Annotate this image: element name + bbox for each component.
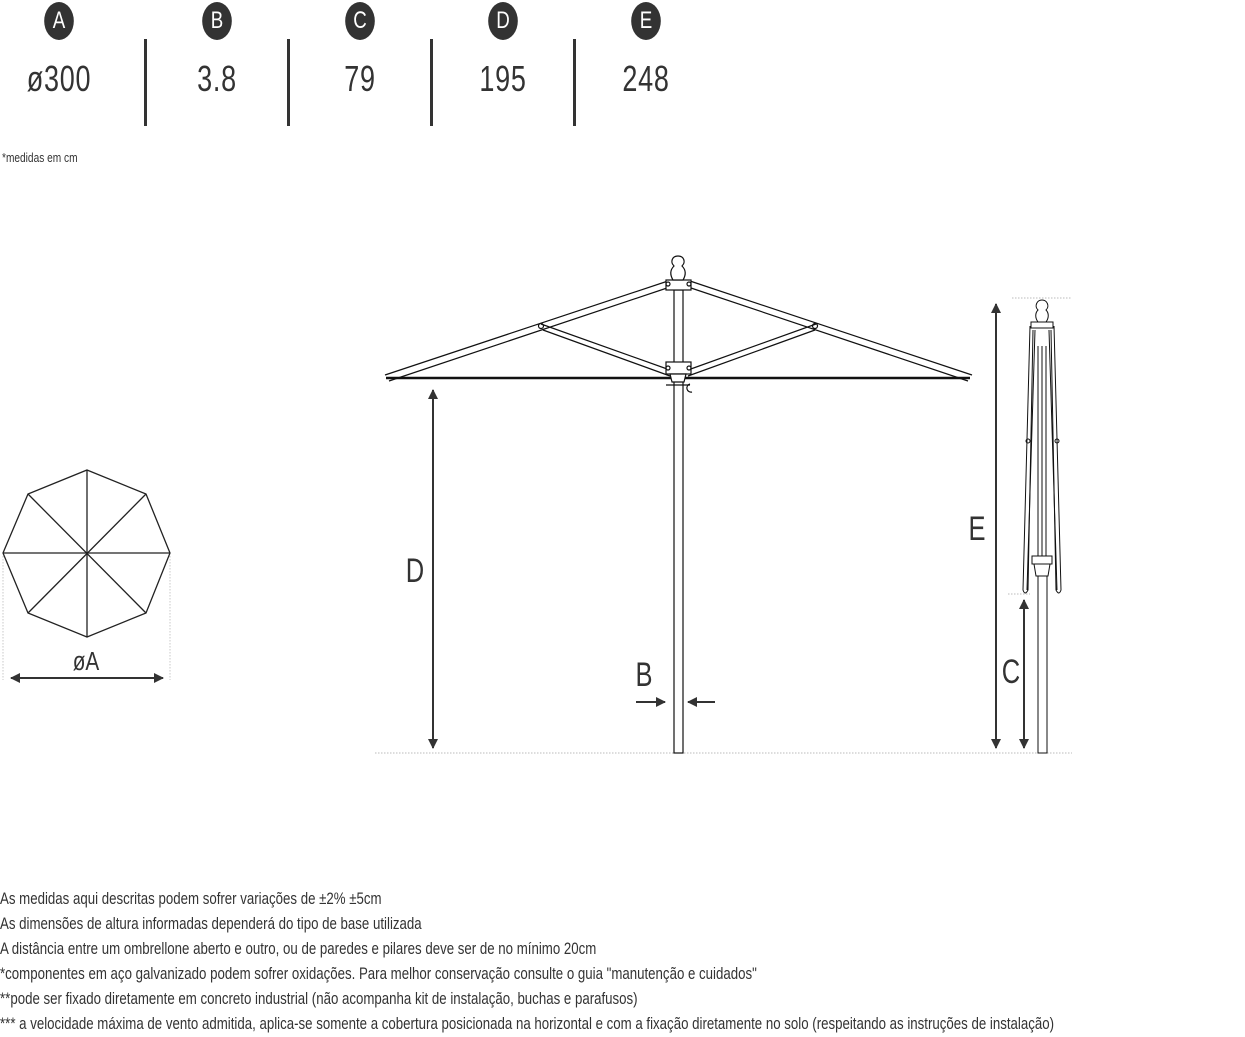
dimension-e: E 248 xyxy=(574,0,718,100)
dimension-c: C 79 xyxy=(288,0,432,100)
dimension-e-badge: E xyxy=(631,2,661,40)
dimensions-table: A ø300 B 3.8 C 79 D 195 E 248 xyxy=(0,0,720,130)
dimension-b: B 3.8 xyxy=(145,0,289,100)
dimension-c-badge: C xyxy=(345,2,375,40)
dimension-b-value: 3.8 xyxy=(197,58,237,99)
dimension-d: D 195 xyxy=(431,0,575,100)
open-clearance-label: D xyxy=(406,553,424,590)
dimension-e-value: 248 xyxy=(622,58,670,99)
note-wind: *** a velocidade máxima de vento admitid… xyxy=(0,1014,1055,1033)
closed-clearance-label: C xyxy=(1002,654,1020,691)
top-view-octagon xyxy=(2,469,171,638)
unit-note: *medidas em cm xyxy=(2,150,78,165)
dimension-a: A ø300 xyxy=(0,0,131,100)
top-view-guides xyxy=(2,556,171,680)
divider xyxy=(430,39,433,126)
note-tolerance: As medidas aqui descritas podem sofrer v… xyxy=(0,889,382,908)
pole-diameter-label: B xyxy=(635,657,652,694)
divider xyxy=(573,39,576,126)
open-umbrella xyxy=(384,255,973,754)
divider xyxy=(287,39,290,126)
dimension-d-badge: D xyxy=(488,2,518,40)
dimension-b-badge: B xyxy=(202,2,232,40)
dimension-c-value: 79 xyxy=(344,58,376,99)
total-height-label: E xyxy=(968,511,985,548)
diameter-label: øA xyxy=(73,647,100,676)
note-galvanized: *componentes em aço galvanizado podem so… xyxy=(0,964,757,983)
note-concrete: **pode ser fixado diretamente em concret… xyxy=(0,989,638,1008)
divider xyxy=(144,39,147,126)
notes-list: As medidas aqui descritas podem sofrer v… xyxy=(0,886,1054,1036)
dimension-a-value: ø300 xyxy=(26,58,92,99)
dimension-d-value: 195 xyxy=(479,58,527,99)
closed-umbrella xyxy=(1008,297,1072,754)
dimension-a-badge: A xyxy=(44,2,74,40)
note-base-height: As dimensões de altura informadas depend… xyxy=(0,914,422,933)
note-spacing: A distância entre um ombrellone aberto e… xyxy=(0,939,597,958)
